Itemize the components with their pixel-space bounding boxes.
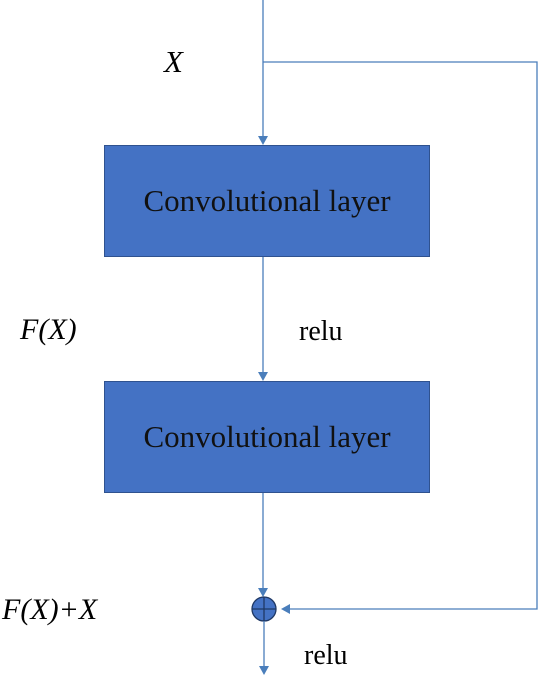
- arrow-into-layer-1: [258, 136, 268, 145]
- arrow-output: [259, 666, 269, 675]
- input-label: X: [164, 44, 183, 79]
- arrow-into-sum-top: [258, 588, 268, 597]
- skip-connection-line: [263, 61, 538, 610]
- residual-label: F(X): [20, 313, 77, 346]
- conv-layer-2-label: Convolutional layer: [143, 419, 391, 454]
- activation-label-1: relu: [299, 316, 343, 347]
- sum-label: F(X)+X: [2, 593, 98, 626]
- arrow-into-sum: [281, 604, 290, 614]
- arrow-into-layer-2: [258, 372, 268, 381]
- conv-layer-1-label: Convolutional layer: [143, 183, 391, 218]
- activation-label-2: relu: [304, 640, 348, 671]
- conv-layer-2: Convolutional layer: [104, 381, 430, 493]
- conv-layer-1: Convolutional layer: [104, 145, 430, 257]
